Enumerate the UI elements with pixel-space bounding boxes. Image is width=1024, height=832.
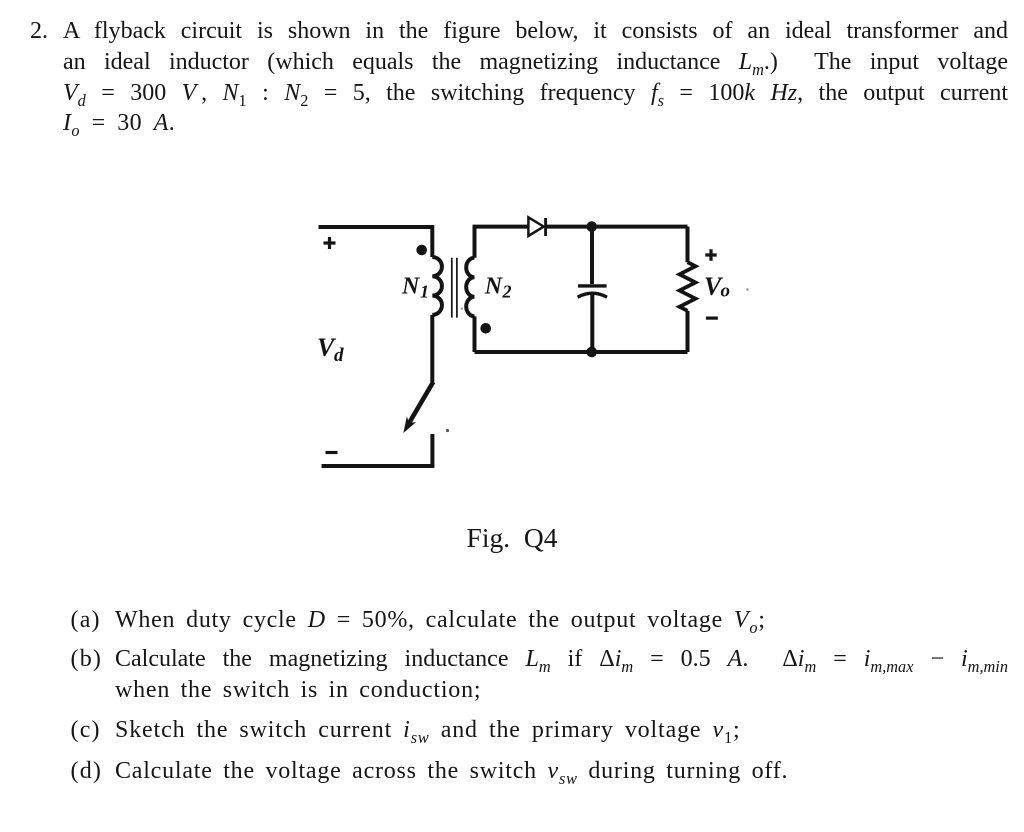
svg-text:N: N (401, 274, 421, 300)
svg-text:d: d (334, 345, 344, 366)
svg-text:1: 1 (420, 282, 429, 302)
svg-text:V: V (704, 272, 724, 301)
svg-text:o: o (721, 281, 731, 302)
svg-text:2: 2 (502, 282, 512, 302)
svg-text:V: V (317, 333, 337, 362)
svg-text:N: N (484, 274, 504, 300)
